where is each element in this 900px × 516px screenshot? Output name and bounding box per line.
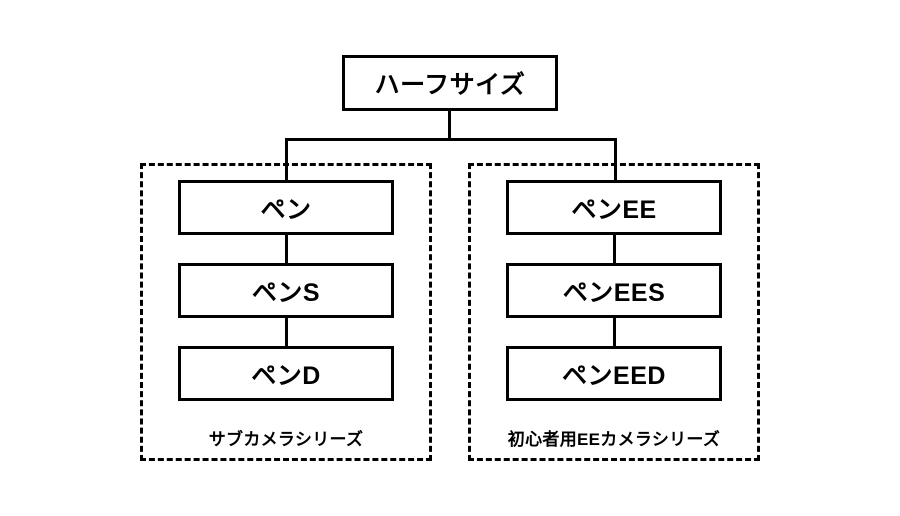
node-pen-d-label: ペンD xyxy=(251,361,321,390)
node-root: ハーフサイズ xyxy=(342,55,558,111)
node-pen-s: ペンS xyxy=(178,263,394,318)
connector-pen-to-pens xyxy=(285,235,288,263)
connector-branch-right xyxy=(614,138,617,181)
group-sub-camera xyxy=(140,163,432,461)
connector-penees-to-peneed xyxy=(613,318,616,346)
node-pen-d: ペンD xyxy=(178,346,394,401)
group-label-beginner-ee-camera: 初心者用EEカメラシリーズ xyxy=(507,430,721,449)
node-pen-ees-label: ペンEES xyxy=(562,278,666,307)
group-label-sub-camera: サブカメラシリーズ xyxy=(208,430,364,449)
node-pen-label: ペン xyxy=(260,195,312,224)
node-root-label: ハーフサイズ xyxy=(374,71,526,99)
node-pen-ee: ペンEE xyxy=(506,180,722,235)
connector-horizontal-bus xyxy=(285,138,617,141)
node-pen-ee-label: ペンEE xyxy=(571,195,657,224)
node-pen-s-label: ペンS xyxy=(251,278,321,307)
group-beginner-ee-camera xyxy=(468,163,760,461)
node-pen-ees: ペンEES xyxy=(506,263,722,318)
node-pen: ペン xyxy=(178,180,394,235)
node-pen-eed: ペンEED xyxy=(506,346,722,401)
connector-penee-to-penees xyxy=(613,235,616,263)
connector-root-stem xyxy=(448,111,451,140)
connector-pens-to-pend xyxy=(285,318,288,346)
node-pen-eed-label: ペンEED xyxy=(562,361,666,390)
connector-branch-left xyxy=(285,138,288,181)
